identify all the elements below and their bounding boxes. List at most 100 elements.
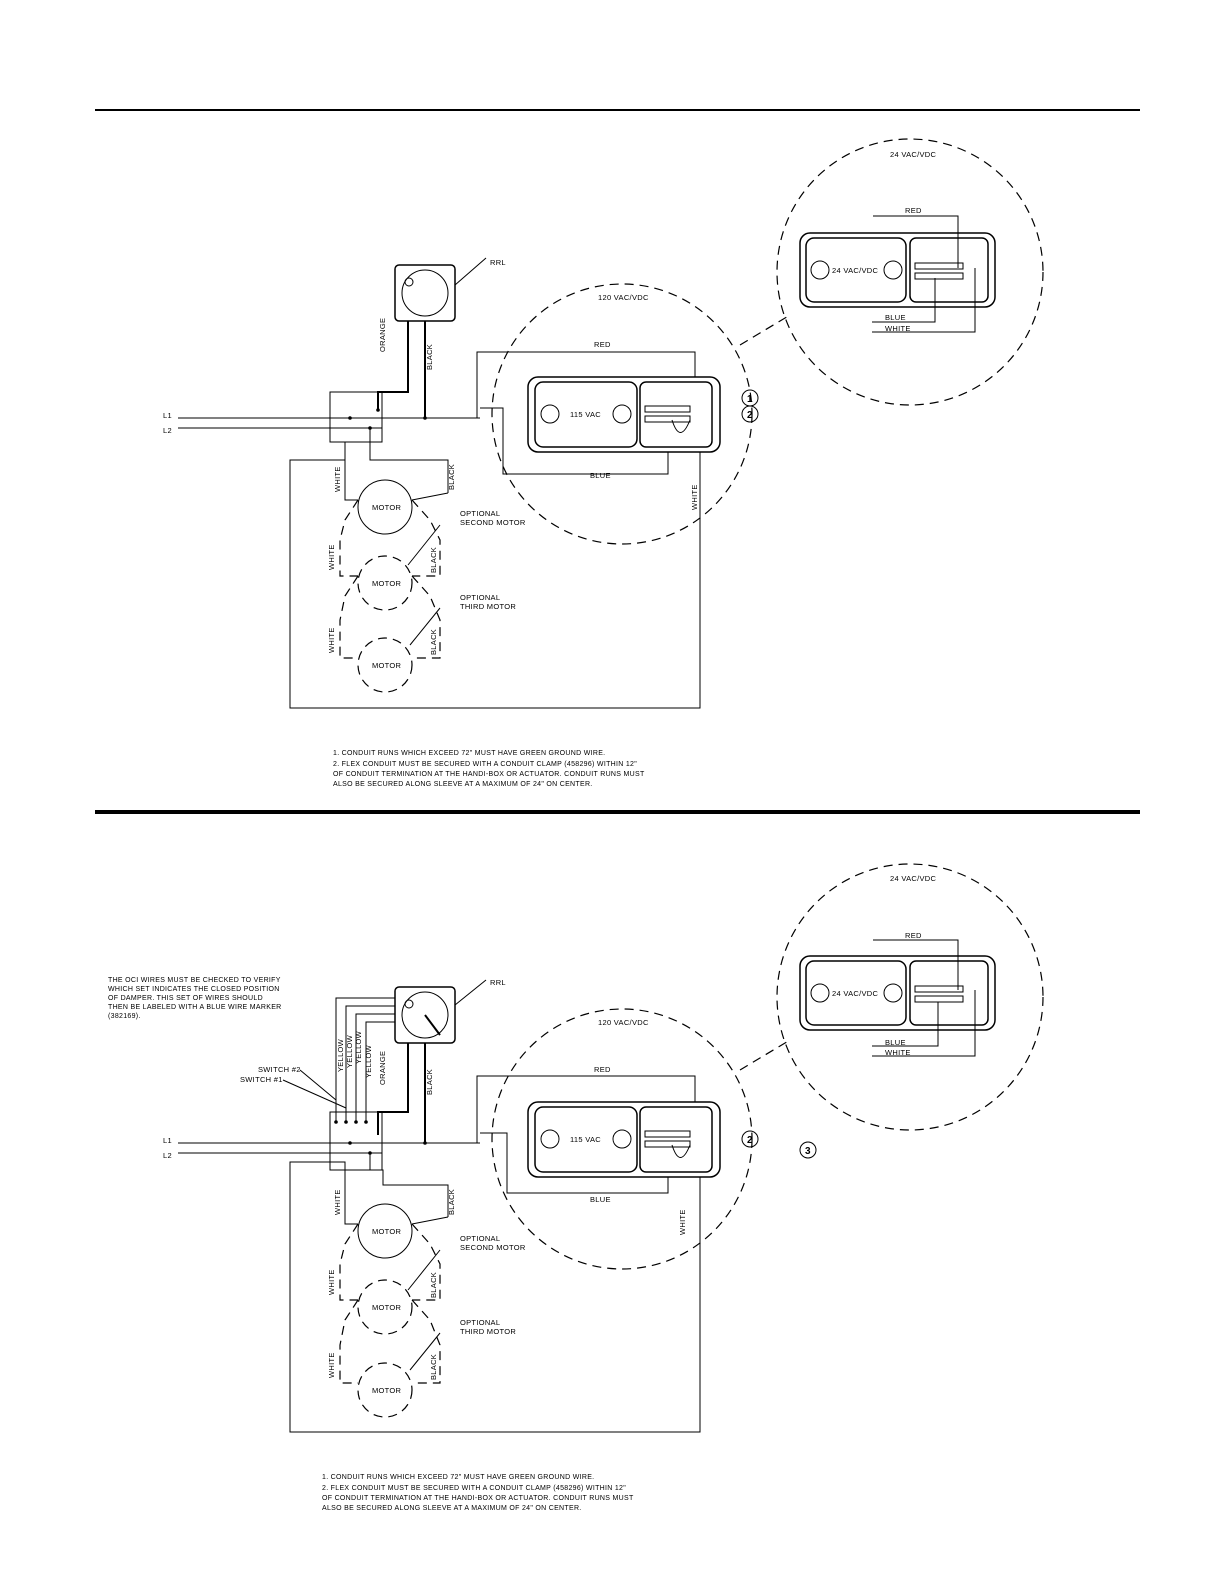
actuator-24vac-lower: 24 VAC/VDC bbox=[799, 955, 996, 1031]
blue-label-24-lower: BLUE bbox=[885, 1038, 906, 1047]
motor-1-label-lower: MOTOR bbox=[372, 1227, 402, 1236]
orange-label: ORANGE bbox=[378, 318, 387, 352]
oci-note-1: THE OCI WIRES MUST BE CHECKED TO VERIFY bbox=[108, 977, 281, 984]
bubble-24vac-upper bbox=[776, 138, 1044, 406]
optional-third-2-lower: THIRD MOTOR bbox=[460, 1327, 516, 1336]
oci-note-3: OF DAMPER. THIS SET OF WIRES SHOULD bbox=[108, 995, 263, 1002]
bubble-120vac-lower bbox=[491, 1008, 753, 1270]
vac120-label-upper: 120 VAC/VDC bbox=[598, 293, 649, 302]
note-lower-2: 2. FLEX CONDUIT MUST BE SECURED WITH A C… bbox=[322, 1485, 626, 1492]
motor-3-label: MOTOR bbox=[372, 661, 402, 670]
bubble-24vac-lower bbox=[776, 863, 1044, 1131]
vac115-label-lower: 115 VAC bbox=[570, 1135, 601, 1144]
red-label-lower: RED bbox=[594, 1065, 611, 1074]
callout-3-lower bbox=[799, 1141, 817, 1159]
blue-label-lower: BLUE bbox=[590, 1195, 611, 1204]
notes-upper: 1. CONDUIT RUNS WHICH EXCEED 72" MUST HA… bbox=[333, 750, 645, 788]
motor-2-label: MOTOR bbox=[372, 579, 402, 588]
actuator-24vac-upper: 24 VAC/VDC bbox=[799, 232, 996, 308]
rrl-label-lower: RRL bbox=[490, 978, 506, 987]
vac24-label-lower-title: 24 VAC/VDC bbox=[890, 874, 936, 883]
motor-2-label-lower: MOTOR bbox=[372, 1303, 402, 1312]
junction-box-lower bbox=[329, 1111, 383, 1171]
diagram-upper: RRL L1 L2 ORANGE BLACK RED BLUE WHITE MO… bbox=[163, 138, 1044, 788]
motor-3-optional bbox=[357, 637, 413, 693]
note-lower-4: ALSO BE SECURED ALONG SLEEVE AT A MAXIMU… bbox=[322, 1505, 582, 1512]
note-lower-3: OF CONDUIT TERMINATION AT THE HANDI-BOX … bbox=[322, 1495, 634, 1502]
white-label-m2-lower: WHITE bbox=[327, 1269, 336, 1295]
note-upper-3: OF CONDUIT TERMINATION AT THE HANDI-BOX … bbox=[333, 771, 645, 778]
actuator-120vac-upper: 115 VAC bbox=[527, 376, 721, 453]
vac24-label-lower: 24 VAC/VDC bbox=[832, 989, 878, 998]
rrl-leader bbox=[454, 257, 487, 286]
white-label-return: WHITE bbox=[690, 484, 699, 510]
notes-lower: 1. CONDUIT RUNS WHICH EXCEED 72" MUST HA… bbox=[322, 1474, 634, 1512]
oci-note: THE OCI WIRES MUST BE CHECKED TO VERIFY … bbox=[108, 977, 282, 1020]
motor-2-optional bbox=[357, 555, 413, 611]
motor-3-optional-lower bbox=[357, 1362, 413, 1418]
yellow-label-2: YELLOW bbox=[345, 1034, 354, 1068]
white-label-m3: WHITE bbox=[327, 627, 336, 653]
l2-label: L2 bbox=[163, 426, 172, 435]
l2-label-lower: L2 bbox=[163, 1151, 172, 1160]
callout-2-text-upper: 2 bbox=[747, 410, 753, 421]
white-return bbox=[289, 420, 701, 709]
l1-label: L1 bbox=[163, 411, 172, 420]
white-label-m1: WHITE bbox=[333, 466, 342, 492]
oci-note-5: (382169). bbox=[108, 1013, 141, 1020]
orange-label-lower: ORANGE bbox=[378, 1051, 387, 1085]
red-label: RED bbox=[594, 340, 611, 349]
orange-wire bbox=[377, 321, 409, 410]
black-label-m1-lower: BLACK bbox=[447, 1189, 456, 1215]
optional-third-1-lower: OPTIONAL bbox=[460, 1318, 500, 1327]
yellow-label-3: YELLOW bbox=[354, 1030, 363, 1064]
oci-note-4: THEN BE LABELED WITH A BLUE WIRE MARKER bbox=[108, 1004, 282, 1011]
black-label-rrl: BLACK bbox=[425, 344, 434, 370]
l1-label-lower: L1 bbox=[163, 1136, 172, 1145]
yellow-label-4: YELLOW bbox=[364, 1044, 373, 1078]
note-upper-1: 1. CONDUIT RUNS WHICH EXCEED 72" MUST HA… bbox=[333, 750, 605, 757]
white-label-m3-lower: WHITE bbox=[327, 1352, 336, 1378]
black-to-motor bbox=[369, 428, 449, 493]
blue-label-24-upper: BLUE bbox=[885, 313, 906, 322]
rrl-switch bbox=[394, 264, 456, 322]
rrl-label: RRL bbox=[490, 258, 506, 267]
oci-note-2: WHICH SET INDICATES THE CLOSED POSITION bbox=[108, 986, 280, 993]
optional-third-2: THIRD MOTOR bbox=[460, 602, 516, 611]
motor-2-optional-lower bbox=[357, 1279, 413, 1335]
callout-2-lower bbox=[741, 1130, 759, 1148]
white-label-m2: WHITE bbox=[327, 544, 336, 570]
optional-second-2: SECOND MOTOR bbox=[460, 518, 526, 527]
black-label-m3: BLACK bbox=[429, 629, 438, 655]
motor-3-label-lower: MOTOR bbox=[372, 1386, 402, 1395]
note-lower-1: 1. CONDUIT RUNS WHICH EXCEED 72" MUST HA… bbox=[322, 1474, 594, 1481]
diagram-lower: THE OCI WIRES MUST BE CHECKED TO VERIFY … bbox=[108, 863, 1044, 1512]
optional-second-1: OPTIONAL bbox=[460, 509, 500, 518]
white-label-return-lower: WHITE bbox=[678, 1209, 687, 1235]
vac24-label-upper: 24 VAC/VDC bbox=[832, 266, 878, 275]
black-label-m1: BLACK bbox=[447, 464, 456, 490]
white-label-24-lower: WHITE bbox=[885, 1048, 911, 1057]
junction-box-upper bbox=[329, 391, 383, 443]
callout-1-text-upper: 1 bbox=[747, 394, 753, 405]
vac115-label-upper: 115 VAC bbox=[570, 410, 601, 419]
white-label-24-upper: WHITE bbox=[885, 324, 911, 333]
yellow-label-1: YELLOW bbox=[336, 1038, 345, 1072]
blue-wire bbox=[480, 407, 669, 475]
white-label-m1-lower: WHITE bbox=[333, 1189, 342, 1215]
motor-1 bbox=[357, 479, 413, 535]
actuator-120vac-lower: 115 VAC bbox=[527, 1101, 721, 1178]
motor-1-lower bbox=[357, 1203, 413, 1259]
optional-third-1: OPTIONAL bbox=[460, 593, 500, 602]
blue-label: BLUE bbox=[590, 471, 611, 480]
bubble-120vac-upper bbox=[491, 283, 753, 545]
switch-2-label: SWITCH #2 bbox=[258, 1065, 301, 1074]
black-label-rrl-lower: BLACK bbox=[425, 1069, 434, 1095]
callout-2-upper bbox=[741, 405, 759, 423]
rrl-switch-lower bbox=[394, 986, 456, 1044]
note-upper-4: ALSO BE SECURED ALONG SLEEVE AT A MAXIMU… bbox=[333, 781, 593, 788]
motor-1-label: MOTOR bbox=[372, 503, 402, 512]
vac120-label-lower: 120 VAC/VDC bbox=[598, 1018, 649, 1027]
optional-second-1-lower: OPTIONAL bbox=[460, 1234, 500, 1243]
